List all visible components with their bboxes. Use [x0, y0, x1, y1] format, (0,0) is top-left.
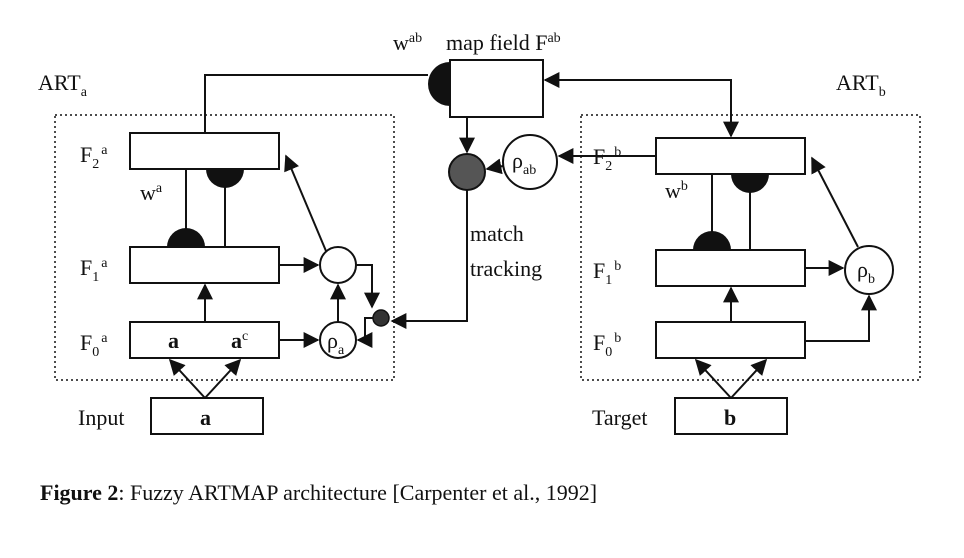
art-b-rho-label: ρb	[857, 257, 875, 287]
art-a-f2-to-map-connection	[204, 74, 428, 133]
art-b-vigilance-to-f2-arrow	[811, 156, 859, 248]
art-a-f0-a: a	[168, 328, 179, 353]
art-a-f0-label: F0a	[80, 330, 108, 360]
weight-ab-synapse	[428, 62, 450, 106]
weight-ab-label: wab	[393, 30, 422, 55]
art-b-f2-box	[655, 137, 806, 175]
art-a-f2-label: F2a	[80, 142, 108, 172]
art-a-f1-box	[129, 246, 280, 284]
input-box	[150, 397, 264, 435]
figure-caption: Figure 2: Fuzzy ARTMAP architecture [Car…	[40, 480, 597, 506]
rho-ab-node	[502, 134, 558, 190]
art-a-reset-to-vigilance-arrow	[356, 317, 373, 348]
art-a-orienting-node	[319, 246, 357, 284]
art-b-f0-box	[655, 321, 806, 359]
target-value: b	[724, 405, 736, 430]
art-a-weight-label: wa	[140, 180, 163, 205]
art-a-bottomup-synapse	[167, 228, 205, 247]
map-to-art-b-connection	[543, 72, 739, 138]
input-value: a	[200, 405, 211, 430]
art-a-rho-label: ρa	[327, 328, 345, 358]
input-to-ac-arrow	[204, 358, 242, 399]
art-a-f0-box	[129, 321, 280, 359]
art-b-f0-label: F0b	[593, 330, 621, 360]
art-b-vigilance-node	[844, 245, 894, 295]
target-to-f0-right-arrow	[730, 358, 768, 399]
match-to-reset-arrow	[390, 190, 468, 329]
art-b-title: ARTb	[836, 70, 886, 100]
art-a-f0-ac: ac	[231, 328, 248, 353]
art-b-f0-to-vigilance-arrow	[805, 294, 877, 342]
rho-ab-to-match-arrow	[485, 158, 504, 175]
match-tracking-node	[448, 153, 486, 191]
target-to-f0-left-arrow	[694, 358, 732, 399]
art-a-reset-node	[372, 309, 390, 327]
target-label: Target	[592, 405, 647, 430]
art-b-f1-label: F1b	[593, 258, 621, 288]
rho-ab-label: ρab	[512, 148, 536, 178]
match-tracking-label-2: tracking	[470, 256, 542, 281]
art-b-topdown-synapse	[731, 174, 769, 193]
figure-caption-label: Figure 2	[40, 480, 119, 505]
art-b-weight-label: wb	[665, 178, 688, 203]
art-a-orienting-to-f2-arrow	[284, 154, 327, 252]
map-field-box	[449, 59, 544, 118]
match-tracking-label-1: match	[470, 221, 524, 246]
art-b-bottomup-synapse	[693, 231, 731, 250]
target-box	[674, 397, 788, 435]
art-a-f1-label: F1a	[80, 255, 108, 285]
art-a-topdown-synapse	[206, 169, 244, 188]
art-a-module	[54, 114, 395, 381]
art-a-orienting-to-reset-arrow	[356, 264, 380, 309]
input-to-a-arrow	[168, 358, 206, 399]
art-b-f2-label: F2b	[593, 144, 621, 174]
art-a-title: ARTa	[38, 70, 88, 100]
art-b-module	[580, 114, 921, 381]
input-label: Input	[78, 405, 124, 430]
figure-caption-text: : Fuzzy ARTMAP architecture [Carpenter e…	[118, 480, 598, 505]
map-field-label: map field Fab	[446, 30, 561, 55]
art-a-f2-box	[129, 132, 280, 170]
art-b-f1-box	[655, 249, 806, 287]
